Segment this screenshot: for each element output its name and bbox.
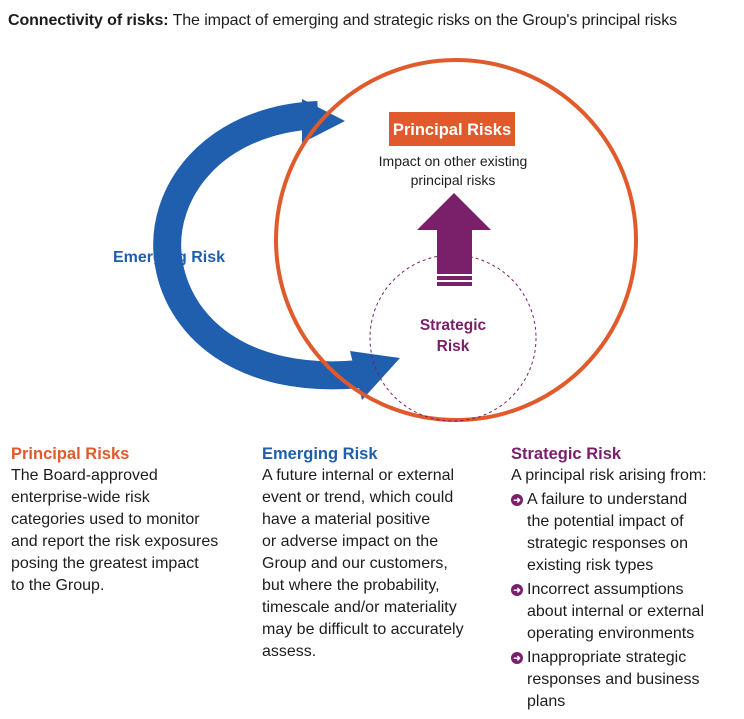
bullet-line: about internal or external — [527, 603, 704, 620]
principal-risk-circle — [274, 58, 638, 422]
principal-line: The Board-approved — [11, 467, 158, 484]
emerging-line: assess. — [262, 643, 317, 660]
emerging-line: Group and our customers, — [262, 555, 448, 572]
strategic-bullet-list: ➜ A failure to understand the potential … — [511, 489, 741, 713]
principal-impact-line-1: Impact on other existing — [379, 153, 528, 169]
arrow-right-circle-icon: ➜ — [511, 494, 523, 506]
strategic-arrow-head — [417, 193, 491, 230]
principal-line: and report the risk exposures — [11, 533, 219, 550]
emerging-line: timescale and/or materiality — [262, 599, 457, 616]
emerging-line: A future internal or external — [262, 467, 455, 484]
strategic-arrow-shaft — [437, 230, 472, 270]
strategic-arrow-stripes — [437, 270, 472, 288]
bullet-line: Incorrect assumptions — [527, 581, 684, 598]
strategic-risk-heading: Strategic Risk — [511, 445, 622, 463]
bullet-line: Inappropriate strategic — [527, 649, 687, 666]
bullet-line: the potential impact of — [527, 513, 684, 530]
emerging-arrow-head-bottom — [350, 351, 400, 400]
principal-risks-heading: Principal Risks — [11, 445, 130, 463]
title-bold: Connectivity of risks: — [8, 12, 169, 29]
bullet-line: responses and business — [527, 671, 700, 688]
emerging-line: or adverse impact on the — [262, 533, 439, 550]
bullet-line: A failure to understand — [527, 491, 688, 508]
risk-diagram: Principal Risks Impact on other existing… — [113, 58, 638, 422]
arrow-right-circle-icon: ➜ — [511, 584, 523, 596]
emerging-line: have a material positive — [262, 511, 431, 528]
principal-line: enterprise-wide risk — [11, 489, 150, 506]
emerging-arrow-body — [153, 101, 362, 390]
strategic-bullet-item: ➜ Incorrect assumptions about internal o… — [511, 579, 741, 645]
emerging-risk-heading: Emerging Risk — [262, 445, 378, 463]
strategic-risk-description: Strategic Risk A principal risk arising … — [511, 443, 741, 713]
emerging-line: but where the probability, — [262, 577, 440, 594]
page-title: Connectivity of risks: The impact of eme… — [8, 12, 677, 30]
principal-line: to the Group. — [11, 577, 105, 594]
bullet-line: operating environments — [527, 625, 695, 642]
emerging-line: event or trend, which could — [262, 489, 454, 506]
principal-risks-box — [389, 112, 515, 146]
title-rest: The impact of emerging and strategic ris… — [168, 12, 678, 29]
strategic-bullet-item: ➜ Inappropriate strategic responses and … — [511, 647, 741, 713]
arrow-right-circle-icon: ➜ — [511, 652, 523, 664]
strategic-risk-label-1: Strategic — [420, 317, 487, 334]
strategic-risk-label-2: Risk — [437, 338, 470, 355]
principal-line: categories used to monitor — [11, 511, 200, 528]
bullet-line: existing risk types — [527, 557, 654, 574]
principal-risks-description: Principal Risks The Board-approved enter… — [11, 443, 251, 597]
principal-impact-line-2: principal risks — [411, 172, 496, 188]
emerging-line: may be difficult to accurately — [262, 621, 464, 638]
bullet-line: strategic responses on — [527, 535, 688, 552]
bullet-line: plans — [527, 693, 566, 710]
principal-risks-box-label: Principal Risks — [393, 121, 511, 139]
emerging-risk-description: Emerging Risk A future internal or exter… — [262, 443, 502, 663]
strategic-intro: A principal risk arising from: — [511, 467, 707, 484]
principal-line: posing the greatest impact — [11, 555, 199, 572]
strategic-bullet-item: ➜ A failure to understand the potential … — [511, 489, 741, 577]
emerging-risk-label: Emerging Risk — [113, 249, 225, 266]
